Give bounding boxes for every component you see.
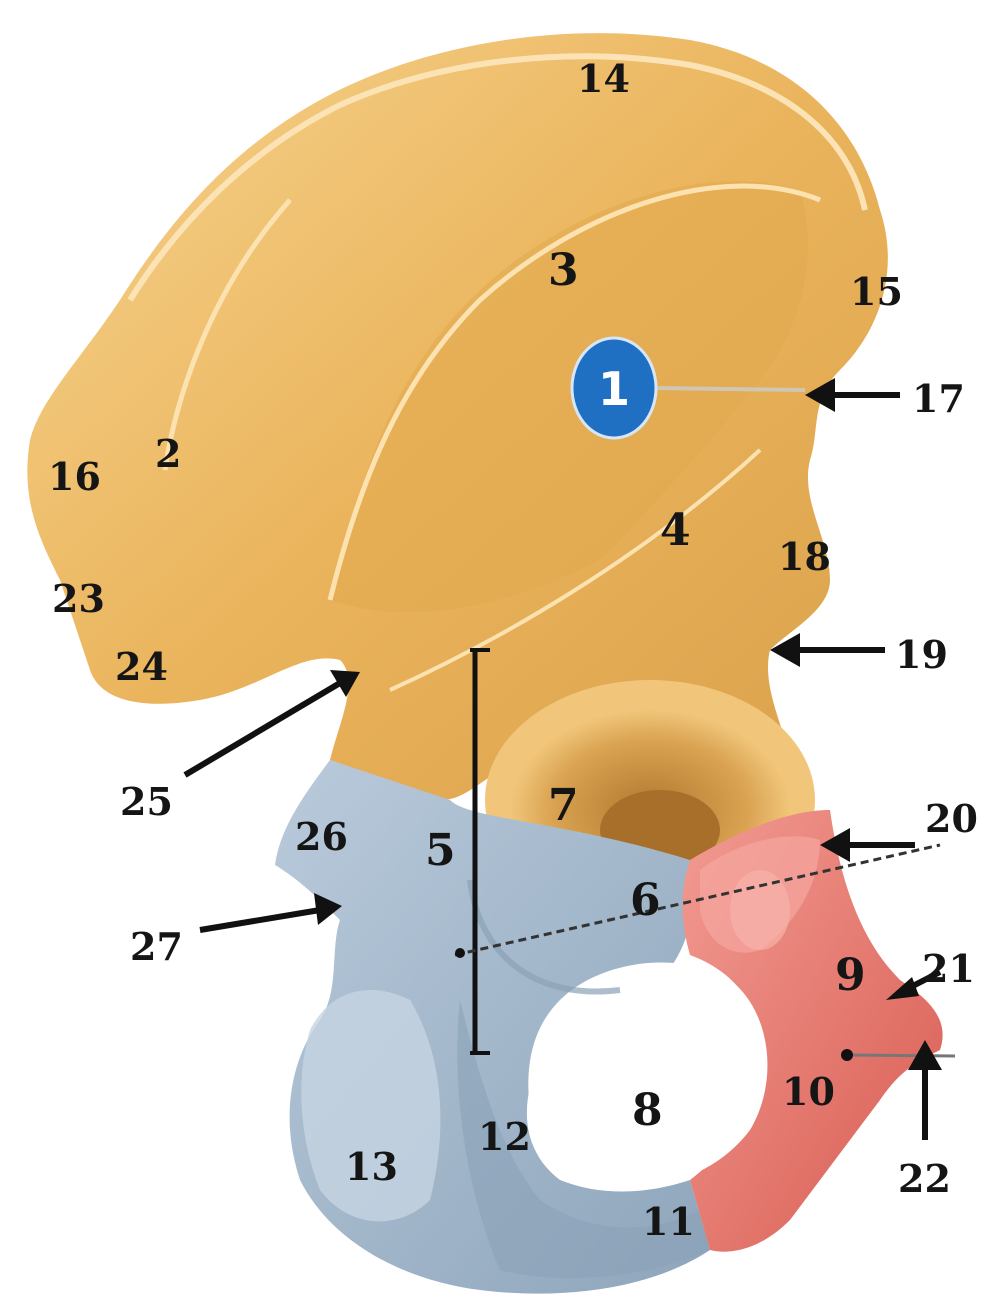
label-10: 10: [782, 1069, 835, 1114]
dashed-line-10-dot: [841, 1049, 853, 1061]
label-14: 14: [577, 56, 630, 101]
label-12: 12: [478, 1114, 531, 1159]
label-5: 5: [425, 825, 456, 876]
label-6: 6: [630, 875, 661, 926]
label-15: 15: [850, 269, 903, 314]
label-2: 2: [155, 431, 181, 476]
label-4: 4: [660, 505, 691, 556]
label-20: 20: [925, 796, 978, 841]
badge-label: 1: [598, 362, 630, 416]
label-25: 25: [120, 779, 173, 824]
badge-leader-line: [655, 388, 805, 390]
label-16: 16: [48, 454, 101, 499]
label-8: 8: [632, 1085, 663, 1136]
label-27: 27: [130, 924, 183, 969]
label-3: 3: [548, 245, 579, 296]
label-18: 18: [778, 534, 831, 579]
label-21: 21: [922, 946, 975, 991]
arrow-27: [200, 893, 342, 930]
label-24: 24: [115, 644, 168, 689]
dashed-line-10: [845, 1055, 955, 1056]
arrow-19: [770, 633, 885, 667]
dashed-line-6-dot: [455, 948, 465, 958]
label-23: 23: [52, 576, 105, 621]
label-17: 17: [912, 376, 965, 421]
label-22: 22: [898, 1156, 951, 1201]
label-11: 11: [642, 1199, 695, 1244]
label-9: 9: [835, 950, 866, 1001]
label-26: 26: [295, 814, 348, 859]
label-13: 13: [345, 1144, 398, 1189]
label-7: 7: [548, 780, 579, 831]
pubic-eminence: [730, 870, 790, 950]
label-19: 19: [895, 632, 948, 677]
